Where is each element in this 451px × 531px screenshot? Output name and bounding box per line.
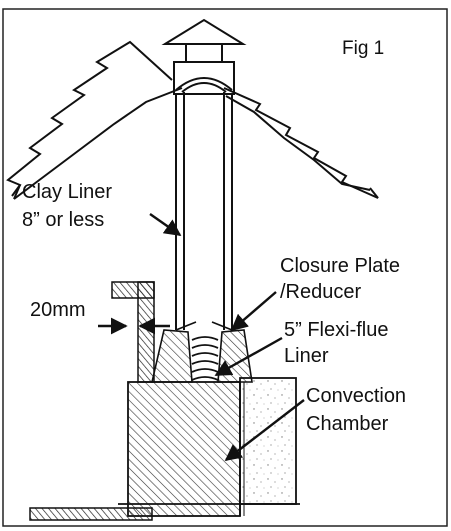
clay-liner-label-line2: 8” or less — [22, 209, 104, 231]
clay-liner-tube — [175, 92, 233, 330]
roof-flashing — [175, 77, 233, 93]
gap-label: 20mm — [30, 299, 86, 321]
flexi-flue-label-line2: Liner — [284, 345, 329, 367]
hearth-base — [29, 507, 153, 521]
closure-plate-label-line2: /Reducer — [280, 281, 361, 303]
roof-right — [223, 87, 379, 199]
clay-liner-label-line1: Clay Liner — [22, 181, 112, 203]
roof-left — [6, 40, 183, 200]
reducer-cones — [150, 321, 253, 383]
convection-label-line2: Chamber — [306, 413, 389, 435]
flexi-flue-label-line1: 5” Flexi-flue — [284, 319, 388, 341]
leader-lines — [98, 213, 305, 462]
clay-liner-arrow — [149, 213, 182, 236]
figure-frame — [2, 8, 448, 527]
figure-label: Fig 1 — [342, 38, 384, 59]
convection-chamber — [118, 377, 300, 517]
flexi-flue — [191, 336, 219, 381]
chimney-cowl — [161, 18, 247, 63]
convection-label-line1: Convection — [306, 385, 406, 407]
closure-plate-arrow — [230, 291, 277, 332]
convection-arrow — [224, 399, 305, 462]
flexi-flue-arrow — [214, 336, 283, 377]
steel-bracket — [111, 281, 155, 383]
closure-plate-label-line1: Closure Plate — [280, 255, 400, 277]
